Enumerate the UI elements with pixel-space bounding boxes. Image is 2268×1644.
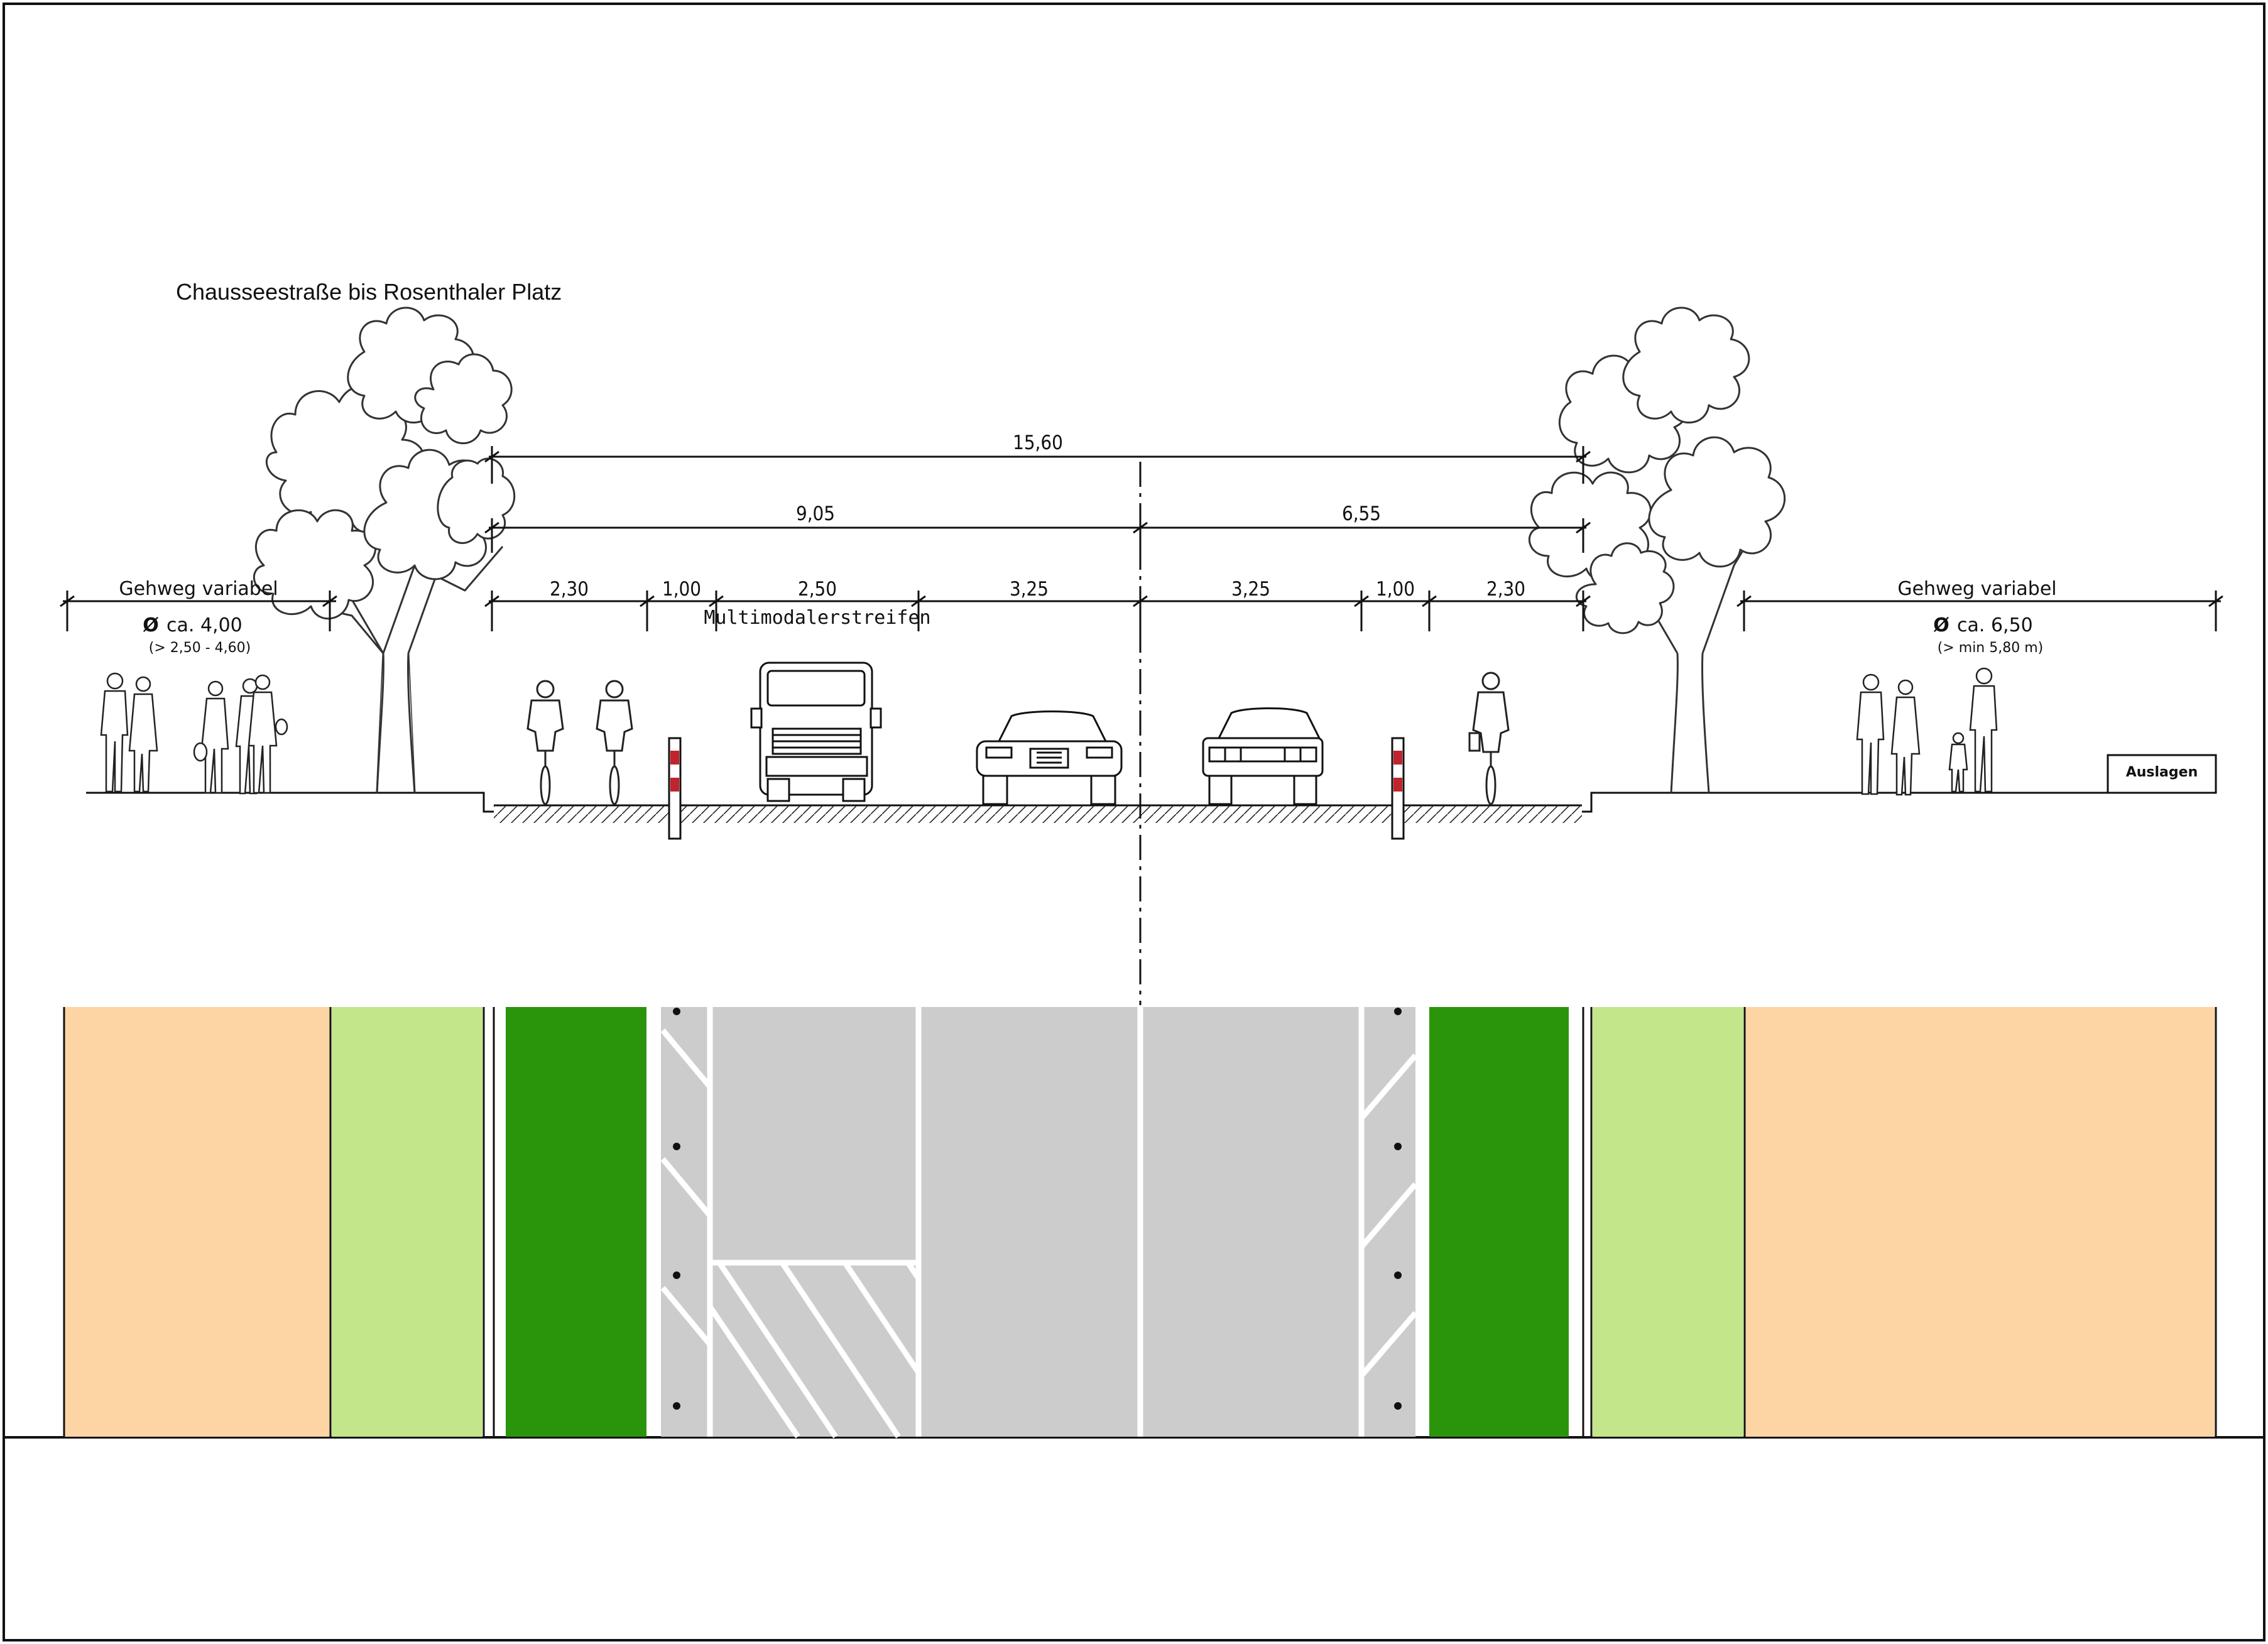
dim-total: 15,60 — [1013, 432, 1063, 454]
plan-roadway — [661, 1007, 1415, 1437]
sidewalk-right-range: (> min 5,80 m) — [1938, 640, 2043, 656]
dim-segment-buffer-left: 1,00 — [662, 578, 701, 601]
dim-right-half: 6,55 — [1342, 503, 1381, 525]
cyclists-left — [526, 680, 633, 805]
bollard-section-right — [1391, 737, 1405, 840]
plan-sidewalk-right — [1745, 1007, 2215, 1437]
diameter-icon: Ø — [143, 614, 159, 636]
plan-view — [63, 1007, 2217, 1439]
dim-segment-multimodal: 2,50 — [798, 578, 837, 601]
plan-tree-strip-right — [1593, 1007, 1743, 1437]
sidewalk-left-range: (> 2,50 - 4,60) — [149, 640, 251, 656]
cyclist-right — [1468, 672, 1510, 805]
sidewalk-right-label: Gehweg variabel — [1897, 578, 2056, 600]
dim-segment-lane-right: 3,25 — [1231, 578, 1270, 601]
dim-segment-bike-left: 2,30 — [550, 578, 589, 601]
dim-left-half: 9,05 — [796, 503, 835, 525]
car-left-front — [976, 710, 1123, 805]
drawing-title: Chausseestraße bis Rosenthaler Platz — [176, 279, 562, 305]
dimension-lines — [60, 446, 2223, 631]
bollard-section-left — [668, 737, 682, 840]
tree-left — [253, 307, 516, 793]
diameter-icon: Ø — [1933, 614, 1949, 636]
sidewalk-left-avg: ca. 4,00 — [166, 614, 243, 636]
dim-segment-bike-right: 2,30 — [1486, 578, 1525, 601]
van-front — [750, 661, 882, 802]
pedestrians-left — [100, 672, 288, 795]
tree-right — [1529, 307, 1786, 793]
plan-sidewalk-left — [64, 1007, 330, 1437]
plan-bollards — [673, 1008, 1402, 1410]
sidewalk-left-label: Gehweg variabel — [119, 578, 278, 600]
auslagen-box: Auslagen — [2107, 754, 2217, 794]
auslagen-label: Auslagen — [2126, 765, 2198, 780]
dim-segment-buffer-right: 1,00 — [1376, 578, 1415, 601]
plan-markings — [660, 1007, 1418, 1439]
dim-segment-lane-left: 3,25 — [1010, 578, 1049, 601]
plan-bike-lane-left — [506, 1007, 646, 1437]
page-frame — [3, 3, 2265, 1641]
plan-tree-strip-left — [332, 1007, 482, 1437]
multimodal-label: Multimodalerstreifen — [704, 607, 930, 629]
sidewalk-right-avg: ca. 6,50 — [1957, 614, 2033, 636]
pedestrians-right — [1856, 667, 1998, 796]
road-base-hatch — [494, 805, 1582, 823]
car-right-rear — [1202, 707, 1324, 805]
plan-bike-lane-right — [1429, 1007, 1569, 1437]
